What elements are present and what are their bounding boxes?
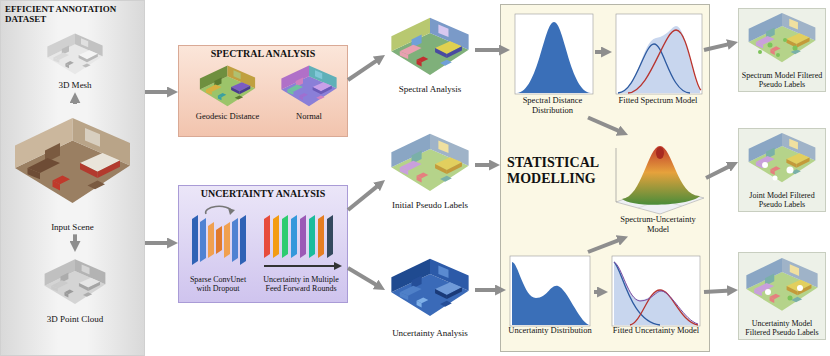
- illustration-part: [618, 26, 700, 93]
- spectral-histogram: [515, 14, 593, 94]
- arrow: [348, 184, 380, 210]
- illustration-part: [512, 262, 589, 325]
- illustration-part: [614, 264, 698, 325]
- panel-title: UNCERTAINTY ANALYSIS: [181, 188, 345, 200]
- illustration-part: [614, 262, 698, 324]
- arrow: [595, 50, 605, 54]
- illustration-part: [793, 46, 798, 51]
- arrow: [73, 234, 77, 245]
- caption: Joint Model Filtered Pseudo Labels: [739, 191, 825, 209]
- illustration-part: [628, 30, 701, 93]
- panel-title: STATISTICAL MODELLING: [507, 155, 605, 187]
- illustration-part: [318, 215, 324, 258]
- filtered-marks: [765, 285, 803, 301]
- caption: Uncertainty in Multiple Feed Forward Rou…: [258, 275, 344, 293]
- illustration-part: [291, 215, 297, 258]
- illustration-part: [309, 215, 315, 258]
- arrow: [704, 290, 731, 292]
- arrow: [348, 268, 379, 286]
- caption: Sparse ConvUnet with Dropout: [183, 275, 253, 293]
- uncertainty-scene: [391, 259, 468, 316]
- caption: Uncertainty Analysis: [385, 328, 475, 338]
- caption: Uncertainty Model Filtered Pseudo Labels: [739, 319, 825, 337]
- illustration-part: [273, 215, 279, 258]
- illustration-part: [783, 38, 787, 42]
- caption: 3D Mesh: [35, 80, 115, 90]
- arrow: [475, 48, 503, 52]
- illustration-part: [200, 218, 206, 262]
- caption: Spectral Analysis: [385, 84, 475, 94]
- illustration-part: [208, 222, 214, 258]
- illustration-part: [216, 226, 222, 254]
- caption: Spectrum-Uncertainty Model: [610, 215, 706, 235]
- illustration-part: [773, 176, 778, 181]
- arrow: [475, 288, 499, 292]
- illustration-part: [762, 162, 768, 168]
- caption: Initial Pseudo Labels: [385, 200, 475, 210]
- panel-title: EFFICIENT ANNOTATION DATASET: [5, 4, 141, 25]
- illustration-part: [515, 14, 593, 94]
- arrow: [348, 59, 379, 80]
- arrow: [145, 90, 171, 94]
- illustration-part: [300, 215, 306, 258]
- caption: Spectral Distance Distribution: [510, 96, 595, 116]
- spectral-scene: [391, 18, 468, 75]
- arrow: [73, 99, 77, 104]
- panel-title: SPECTRAL ANALYSIS: [181, 48, 345, 60]
- fitted-uncertainty-chart: [612, 256, 700, 326]
- illustration-part: [797, 285, 803, 291]
- illustration-part: [788, 296, 793, 301]
- illustration-part: [758, 50, 762, 54]
- caption: Input Scene: [5, 222, 140, 232]
- illustration-part: [510, 256, 590, 326]
- illustration-part: [630, 290, 698, 325]
- arrow: [475, 163, 493, 167]
- caption: Fitted Spectrum Model: [612, 96, 704, 106]
- arrow: [145, 241, 171, 245]
- illustration-part: [768, 43, 773, 48]
- illustration-part: [787, 167, 794, 174]
- illustration-part: [618, 44, 690, 93]
- illustration-part: [240, 215, 246, 265]
- illustration-part: [232, 218, 238, 262]
- illustration-part: [765, 289, 771, 295]
- illustration-part: [327, 215, 333, 258]
- illustration-part: [612, 256, 700, 326]
- illustration-part: [192, 215, 198, 265]
- caption: Spectrum Model Filtered Pseudo Labels: [739, 71, 825, 89]
- illustration-part: [264, 265, 334, 267]
- caption: Geodesic Distance: [185, 112, 270, 122]
- caption: Fitted Uncertainty Model: [608, 326, 704, 336]
- illustration-part: [224, 222, 230, 258]
- illustration-part: [517, 22, 591, 93]
- caption: Normal: [275, 112, 343, 122]
- illustration-part: [264, 215, 270, 258]
- fitted-spectrum-chart: [616, 14, 702, 94]
- illustration-part: [282, 215, 288, 258]
- illustration-part: [656, 147, 664, 159]
- arrow: [594, 290, 601, 294]
- pseudo-label-scene: [391, 134, 468, 191]
- uncertainty-histogram: [510, 256, 590, 326]
- illustration-part: [776, 53, 780, 57]
- caption: Uncertainty Distribution: [506, 326, 594, 336]
- caption: 3D Point Cloud: [35, 314, 115, 324]
- illustration-part: [616, 14, 702, 94]
